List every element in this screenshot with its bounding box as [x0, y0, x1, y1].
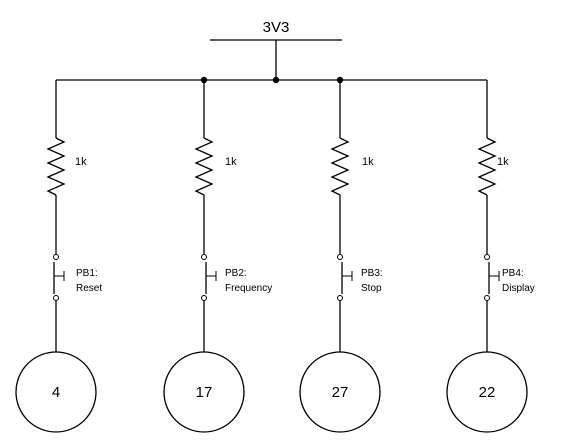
resistor-label: 1k [362, 156, 374, 168]
resistor-symbol [46, 137, 66, 196]
button-name-label: Stop [361, 283, 382, 294]
gpio-pin-circle [15, 351, 97, 433]
resistor-symbol [330, 137, 350, 196]
resistor-label: 1k [75, 156, 87, 168]
button-id-label: PB1: [76, 268, 98, 279]
resistor-label: 1k [497, 156, 509, 168]
supply-rail: 3V3 [56, 19, 487, 84]
switch-contact [337, 295, 343, 301]
branch-1: 1k PB1: Reset 4 [15, 80, 102, 433]
switch-contact [337, 254, 343, 260]
gpio-pin-circle [446, 351, 528, 433]
gpio-pin-circle [299, 351, 381, 433]
switch-contact [201, 254, 207, 260]
resistor-symbol [477, 137, 497, 196]
branch-3: 1k PB3: Stop 27 [299, 80, 383, 433]
branch-2: 1k PB2: Frequency 17 [163, 80, 272, 433]
gpio-pin-label: 27 [332, 384, 349, 401]
switch-contact [201, 295, 207, 301]
gpio-pin-circle [163, 351, 245, 433]
junction-dot [272, 76, 280, 84]
button-id-label: PB4: [502, 268, 524, 279]
branch-4: 1k PB4: Display 22 [446, 80, 535, 433]
button-name-label: Reset [76, 283, 102, 294]
switch-contact [484, 254, 490, 260]
supply-label: 3V3 [263, 19, 290, 36]
gpio-pin-label: 17 [196, 384, 213, 401]
button-id-label: PB3: [361, 268, 383, 279]
resistor-label: 1k [225, 156, 237, 168]
button-name-label: Frequency [225, 283, 272, 294]
gpio-pin-label: 4 [52, 384, 60, 401]
switch-contact [53, 295, 59, 301]
button-name-label: Display [502, 283, 535, 294]
button-id-label: PB2: [225, 268, 247, 279]
gpio-pin-label: 22 [479, 384, 496, 401]
switch-contact [53, 254, 59, 260]
resistor-symbol [194, 137, 214, 196]
switch-contact [484, 295, 490, 301]
